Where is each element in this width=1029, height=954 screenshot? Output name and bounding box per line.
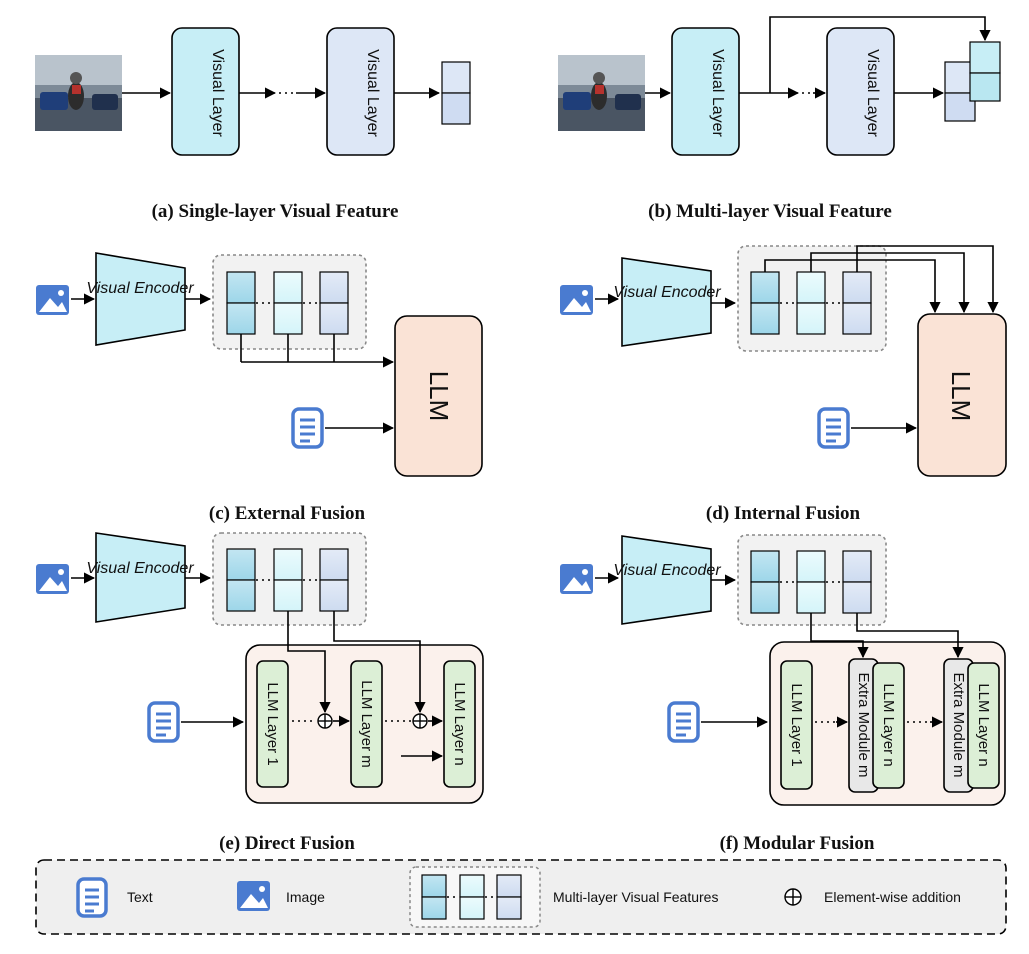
llm-layer-n-label: LLM Layer n [880,683,897,766]
visual-layer-box [826,27,895,156]
input-photo [35,55,122,131]
feature-column-1 [750,271,780,335]
panel-e: Visual Encoder LLM Layer 1 [36,532,484,854]
image-icon [36,564,69,594]
llm-box [394,315,483,477]
panel-c: Visual Encoder LLM ( [36,252,483,524]
legend-text-label: Text [127,889,153,905]
legend-addition-label: Element-wise addition [824,889,961,905]
text-icon [667,701,700,743]
panel-d-caption: (d) Internal Fusion [706,503,861,524]
svg-text:Visual Encoder: Visual Encoder [86,280,194,297]
panel-b-caption: (b) Multi-layer Visual Feature [648,201,892,222]
panel-d: Visual Encoder LLM (d) In [560,245,1007,524]
feature-column-2 [796,271,826,335]
visual-encoder-shape [95,532,186,623]
visual-layer-box [171,27,240,156]
svg-text:Visual Encoder: Visual Encoder [613,284,721,301]
feature-column-3 [842,271,872,335]
text-icon [147,701,180,743]
panel-f: Visual Encoder LLM Layer 1 [560,534,1006,854]
panel-a: Visual Layer Visual Layer (a) Single-lay… [35,27,471,222]
legend: Text Image Multi-layer Visual Features [35,859,1007,935]
feature-column-1 [226,548,256,612]
feature-column-3 [842,550,872,614]
feature-column-2 [459,874,485,920]
visual-encoder-shape [621,257,712,347]
panel-e-caption: (e) Direct Fusion [219,833,355,854]
llm-layer-1-label: LLM Layer 1 [788,683,805,766]
extra-module-m-label: Extra Module m [855,672,872,777]
svg-text:Visual Encoder: Visual Encoder [86,560,194,577]
image-icon [560,285,593,315]
feature-column-2 [273,271,303,335]
panel-a-caption: (a) Single-layer Visual Feature [152,201,399,222]
legend-features-label: Multi-layer Visual Features [553,889,718,905]
element-wise-addition-icon [317,713,333,729]
text-icon [76,877,108,918]
image-icon [560,564,593,594]
visual-layer-box [326,27,395,156]
feature-column-2 [796,550,826,614]
visual-layer-box [671,27,740,156]
svg-text:Visual Encoder: Visual Encoder [613,562,721,579]
llm-layer-n-box [443,660,476,788]
visual-layer-label: Visual Layer [864,49,881,137]
encoder-label: Visual Encoder [613,562,721,579]
panel-c-caption: (c) External Fusion [209,503,366,524]
element-wise-addition-icon [412,713,428,729]
panel-b: Visual Layer Visual Layer (b) Multi-laye… [558,16,1001,222]
feature-column-1 [421,874,447,920]
feature-column-1 [750,550,780,614]
encoder-label: Visual Encoder [86,280,194,297]
llm-layer-m-box [350,660,383,788]
llm-layer-1-label: LLM Layer 1 [264,682,281,765]
extra-module-m-label: Extra Module m [950,672,967,777]
visual-feature-token [441,61,471,125]
visual-feature-stack [944,41,1001,122]
llm-layer-m-label: LLM Layer m [358,680,375,768]
visual-encoder-shape [621,535,712,625]
llm-label: LLM [424,371,454,422]
llm-layer-n-box [872,662,905,789]
image-icon [237,881,270,911]
feature-column-3 [319,271,349,335]
llm-label: LLM [946,371,976,422]
feature-column-3 [496,874,522,920]
visual-layer-label: Visual Layer [364,49,381,137]
llm-box [917,313,1007,477]
llm-layer-n-box [967,662,1000,789]
llm-layer-1-box [780,660,813,790]
visual-layer-label: Visual Layer [709,49,726,137]
encoder-label: Visual Encoder [86,560,194,577]
text-icon [291,407,324,449]
feature-column-2 [273,548,303,612]
llm-layer-n-label: LLM Layer n [975,683,992,766]
legend-image-label: Image [286,889,325,905]
image-icon [36,285,69,315]
llm-layer-1-box [256,660,289,788]
feature-column-1 [226,271,256,335]
visual-layer-label: Visual Layer [209,49,226,137]
llm-layer-n-label: LLM Layer n [451,682,468,765]
visual-encoder-shape [95,252,186,346]
text-icon [817,407,850,449]
element-wise-addition-icon [784,888,802,906]
encoder-label: Visual Encoder [613,284,721,301]
feature-column-3 [319,548,349,612]
panel-f-caption: (f) Modular Fusion [720,833,875,854]
input-photo [558,55,645,131]
